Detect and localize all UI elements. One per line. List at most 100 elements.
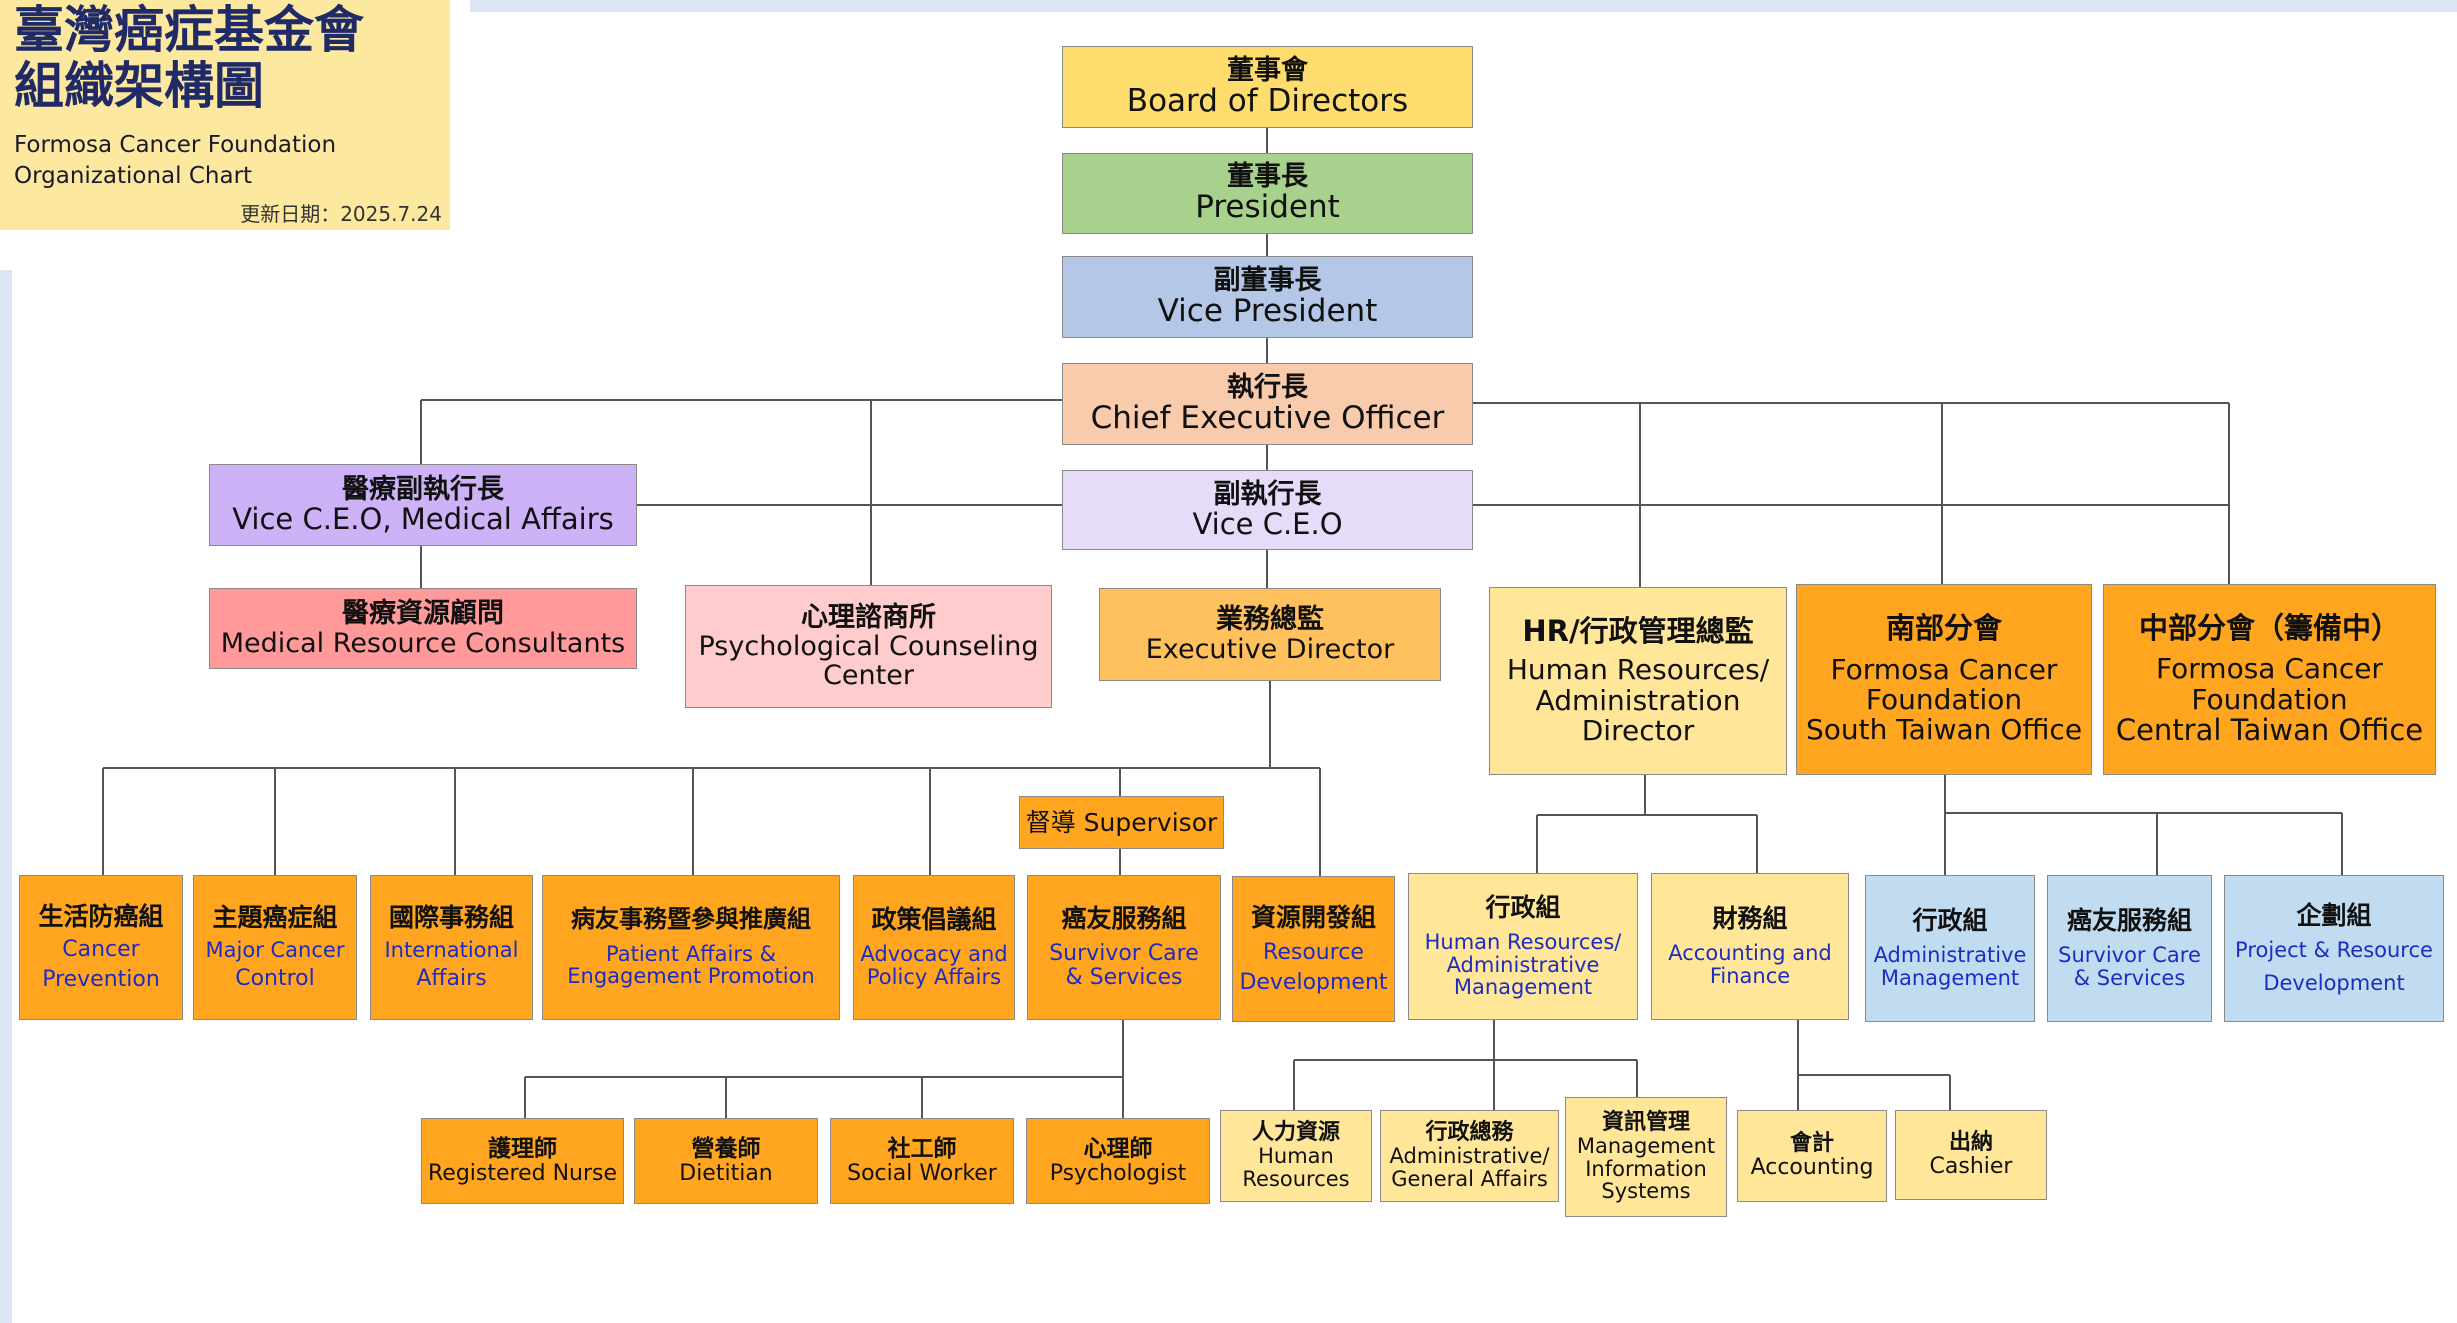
major-cancer-control-box: 主題癌症組 Major Cancer Control bbox=[193, 875, 357, 1020]
admin-group-en1: Human Resources/ bbox=[1424, 929, 1622, 954]
hr-zh: 人力資源 bbox=[1251, 1120, 1340, 1146]
central-en2: Foundation bbox=[2191, 682, 2348, 716]
exec-director-en: Executive Director bbox=[1145, 633, 1395, 665]
vice-ceo-en: Vice C.E.O bbox=[1192, 506, 1343, 541]
human-resources-box: 人力資源 Human Resources bbox=[1220, 1110, 1372, 1202]
south-admin-en1: Administrative bbox=[1873, 943, 2027, 968]
vice-ceo-medical-box: 醫療副執行長 Vice C.E.O, Medical Affairs bbox=[209, 464, 637, 546]
advocacy-en2: Policy Affairs bbox=[866, 965, 1002, 989]
cashier-box: 出納 Cashier bbox=[1895, 1110, 2047, 1200]
ceo-en: Chief Executive Officer bbox=[1090, 399, 1445, 436]
exec-director-zh: 業務總監 bbox=[1216, 604, 1324, 636]
psychologist-zh: 心理師 bbox=[1083, 1135, 1153, 1162]
resource-dev-en1: Resource bbox=[1263, 939, 1364, 965]
south-taiwan-office-box: 南部分會 Formosa Cancer Foundation South Tai… bbox=[1796, 584, 2092, 775]
south-zh: 南部分會 bbox=[1885, 611, 2002, 646]
left-accent-bar bbox=[0, 270, 12, 1323]
advocacy-policy-box: 政策倡議組 Advocacy and Policy Affairs bbox=[853, 875, 1015, 1020]
social-worker-box: 社工師 Social Worker bbox=[830, 1118, 1014, 1204]
south-admin-box: 行政組 Administrative Management bbox=[1865, 875, 2035, 1022]
board-of-directors-box: 董事會 Board of Directors bbox=[1062, 46, 1473, 128]
dietitian-zh: 營養師 bbox=[691, 1135, 761, 1162]
hr-director-en3: Director bbox=[1581, 713, 1695, 747]
vice-president-box: 副董事長 Vice President bbox=[1062, 256, 1473, 338]
survivor-care-en1: Survivor Care bbox=[1049, 941, 1199, 967]
social-worker-en: Social Worker bbox=[847, 1160, 997, 1186]
title-block: 臺灣癌症基金會 組織架構圖 Formosa Cancer Foundation … bbox=[0, 0, 450, 230]
counseling-zh: 心理諮商所 bbox=[801, 601, 936, 633]
patient-affairs-en2: Engagement Promotion bbox=[567, 964, 815, 989]
accounting-zh: 會計 bbox=[1789, 1131, 1834, 1157]
hr-director-en2: Administration bbox=[1535, 683, 1741, 717]
supervisor-label: 督導 Supervisor bbox=[1025, 808, 1218, 837]
mis-zh: 資訊管理 bbox=[1601, 1110, 1690, 1136]
dietitian-box: 營養師 Dietitian bbox=[634, 1118, 818, 1204]
resource-dev-zh: 資源開發組 bbox=[1250, 902, 1376, 932]
top-accent-bar bbox=[470, 0, 2457, 12]
information-systems-box: 資訊管理 Management Information Systems bbox=[1565, 1097, 1727, 1217]
mis-en2: Information bbox=[1585, 1156, 1707, 1181]
south-survivor-care-box: 癌友服務組 Survivor Care & Services bbox=[2047, 875, 2212, 1022]
medical-consultants-zh: 醫療資源顧問 bbox=[342, 598, 504, 630]
finance-group-zh: 財務組 bbox=[1712, 904, 1788, 934]
central-en3: Central Taiwan Office bbox=[2115, 712, 2424, 747]
south-survivor-en2: & Services bbox=[2073, 966, 2186, 990]
ceo-zh: 執行長 bbox=[1227, 371, 1308, 403]
hr-en1: Human bbox=[1258, 1144, 1334, 1169]
south-survivor-en1: Survivor Care bbox=[2058, 943, 2201, 968]
south-project-zh: 企劃組 bbox=[2296, 901, 2372, 931]
vice-ceo-zh: 副執行長 bbox=[1213, 478, 1322, 510]
vice-president-en: Vice President bbox=[1157, 292, 1378, 329]
admin-group-zh: 行政組 bbox=[1485, 892, 1561, 922]
finance-group-box: 財務組 Accounting and Finance bbox=[1651, 873, 1849, 1020]
south-project-en2: Development bbox=[2263, 971, 2405, 995]
executive-director-box: 業務總監 Executive Director bbox=[1099, 588, 1441, 681]
president-zh: 董事長 bbox=[1227, 161, 1308, 193]
accounting-box: 會計 Accounting bbox=[1737, 1110, 1887, 1202]
vice-ceo-medical-en: Vice C.E.O, Medical Affairs bbox=[232, 501, 614, 536]
survivor-care-en2: & Services bbox=[1065, 965, 1183, 990]
counseling-en1: Psychological Counseling bbox=[698, 630, 1039, 662]
central-taiwan-office-box: 中部分會（籌備中） Formosa Cancer Foundation Cent… bbox=[2103, 584, 2436, 775]
nurse-zh: 護理師 bbox=[488, 1135, 557, 1162]
supervisor-box: 督導 Supervisor bbox=[1019, 796, 1224, 849]
registered-nurse-box: 護理師 Registered Nurse bbox=[421, 1118, 624, 1204]
survivor-care-zh: 癌友服務組 bbox=[1061, 904, 1187, 934]
vice-president-zh: 副董事長 bbox=[1213, 264, 1322, 296]
nurse-en: Registered Nurse bbox=[427, 1160, 618, 1186]
social-worker-zh: 社工師 bbox=[887, 1135, 957, 1162]
prevention-en1: Cancer bbox=[62, 937, 140, 963]
south-admin-zh: 行政組 bbox=[1912, 906, 1988, 936]
cashier-en: Cashier bbox=[1929, 1154, 2013, 1179]
survivor-care-box: 癌友服務組 Survivor Care & Services bbox=[1027, 875, 1221, 1020]
cancer-prevention-box: 生活防癌組 Cancer Prevention bbox=[19, 875, 183, 1020]
south-project-en1: Project & Resource bbox=[2235, 938, 2433, 963]
ceo-box: 執行長 Chief Executive Officer bbox=[1062, 363, 1473, 445]
hr-director-en1: Human Resources/ bbox=[1506, 653, 1770, 687]
medical-resource-consultants-box: 醫療資源顧問 Medical Resource Consultants bbox=[209, 588, 637, 669]
finance-group-en1: Accounting and bbox=[1668, 941, 1832, 966]
patient-affairs-zh: 病友事務暨參與推廣組 bbox=[571, 904, 811, 933]
dietitian-en: Dietitian bbox=[679, 1160, 773, 1186]
patient-affairs-box: 病友事務暨參與推廣組 Patient Affairs & Engagement … bbox=[542, 875, 840, 1020]
mis-en1: Management bbox=[1576, 1133, 1716, 1158]
title-en-line1: Formosa Cancer Foundation bbox=[14, 132, 337, 158]
board-en: Board of Directors bbox=[1126, 82, 1409, 119]
resource-dev-en2: Development bbox=[1239, 969, 1388, 995]
general-affairs-en2: General Affairs bbox=[1391, 1166, 1548, 1191]
counseling-en2: Center bbox=[823, 660, 914, 692]
admin-group-box: 行政組 Human Resources/ Administrative Mana… bbox=[1408, 873, 1638, 1020]
chart-title-chinese: 臺灣癌症基金會 組織架構圖 bbox=[14, 2, 364, 114]
central-en1: Formosa Cancer bbox=[2156, 652, 2383, 686]
accounting-en: Accounting bbox=[1750, 1155, 1874, 1180]
psychological-counseling-box: 心理諮商所 Psychological Counseling Center bbox=[685, 585, 1052, 708]
chart-title-english: Formosa Cancer Foundation Organizational… bbox=[14, 130, 336, 192]
update-date: 更新日期：2025.7.24 bbox=[240, 202, 442, 226]
admin-group-en3: Management bbox=[1453, 975, 1593, 1000]
hr-director-box: HR/行政管理總監 Human Resources/ Administratio… bbox=[1489, 587, 1787, 775]
prevention-zh: 生活防癌組 bbox=[38, 902, 164, 932]
psychologist-box: 心理師 Psychologist bbox=[1026, 1118, 1210, 1204]
general-affairs-box: 行政總務 Administrative/ General Affairs bbox=[1380, 1110, 1559, 1202]
medical-consultants-en: Medical Resource Consultants bbox=[220, 627, 626, 659]
